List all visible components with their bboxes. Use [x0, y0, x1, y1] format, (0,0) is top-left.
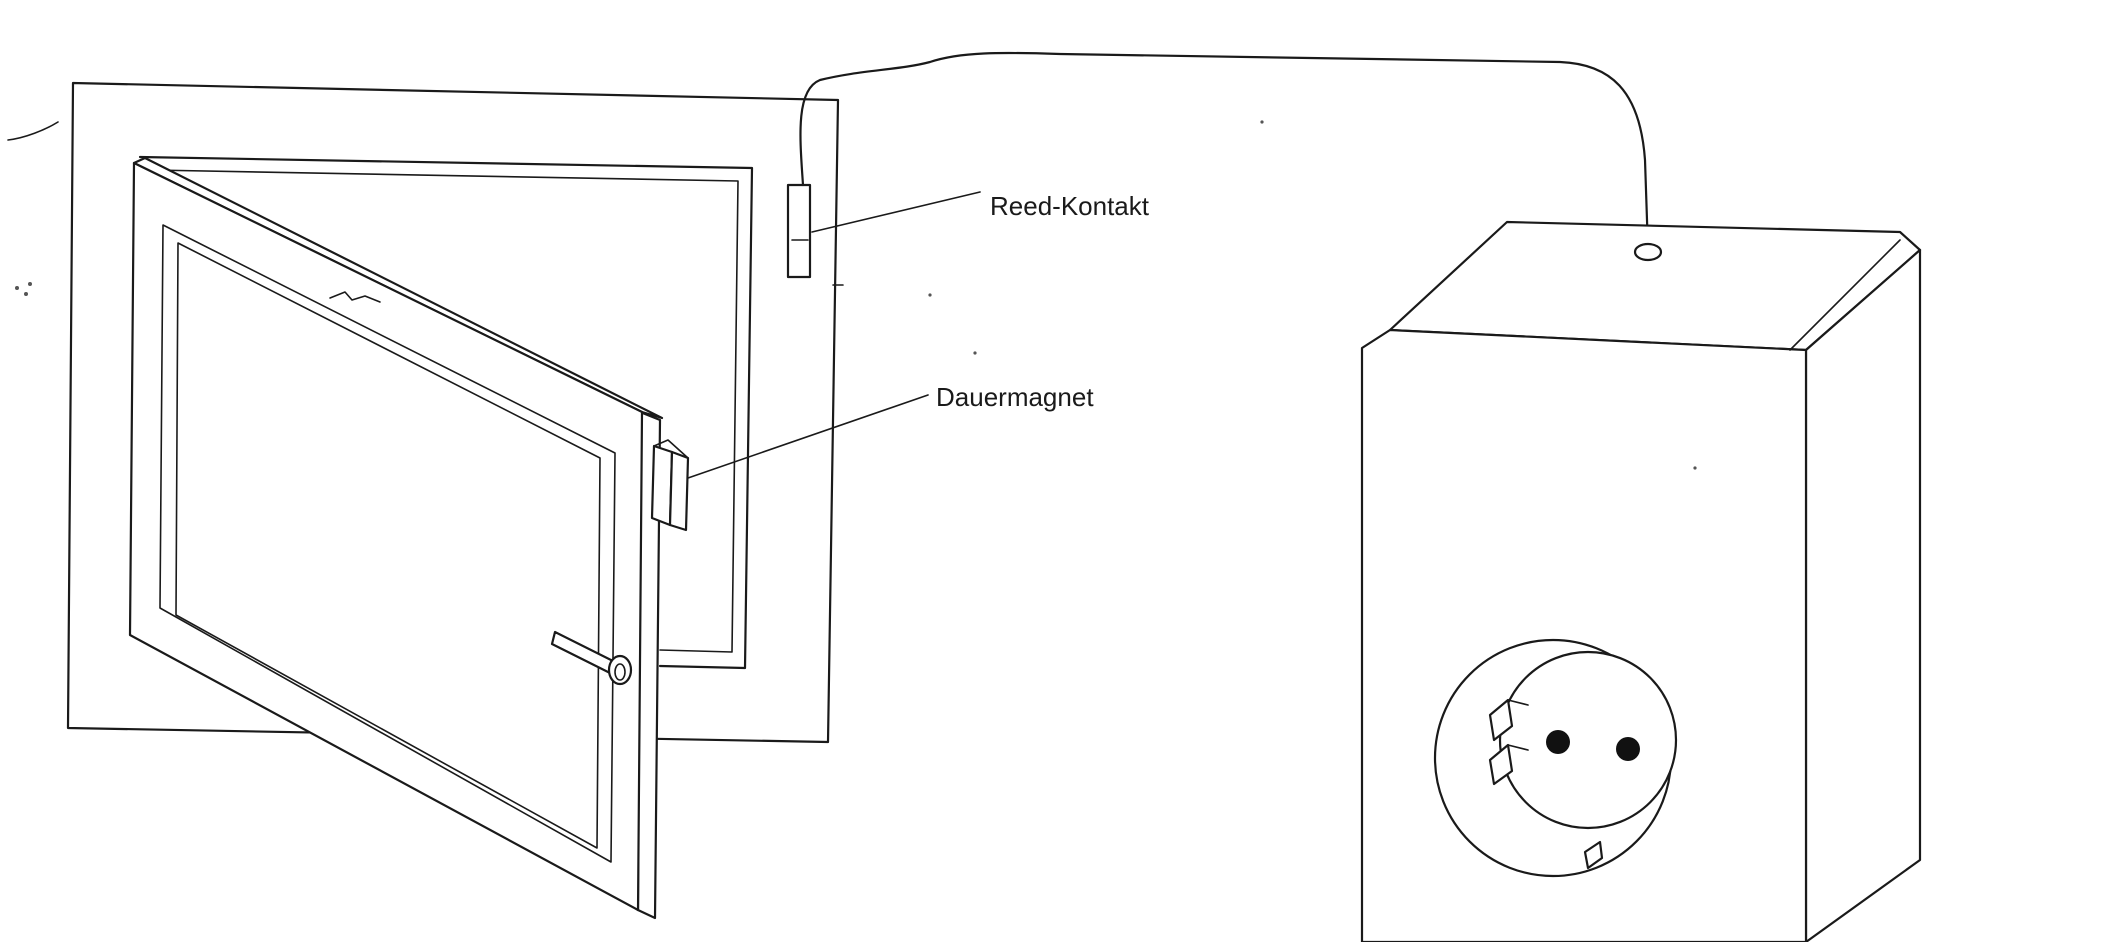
- socket-pin-hole-right: [1616, 737, 1640, 761]
- cable-entry-hole: [1633, 242, 1663, 262]
- reed-contact-label: Reed-Kontakt: [990, 191, 1150, 221]
- permanent-magnet: [650, 439, 690, 532]
- permanent-magnet-label: Dauermagnet: [936, 382, 1094, 412]
- wall-panel: [66, 81, 840, 744]
- scan-artifacts: [7, 120, 1697, 470]
- reed-contact-label-group: Reed-Kontakt: [811, 191, 1150, 233]
- reed-contact-sensor: [786, 183, 812, 279]
- socket-pin-hole-left: [1546, 730, 1570, 754]
- signal-cable: [799, 51, 1650, 252]
- door-frame-opening: [138, 155, 754, 670]
- magnet-label-group: Dauermagnet: [687, 382, 1094, 479]
- open-door: [128, 156, 664, 920]
- power-socket: [1433, 638, 1678, 878]
- door-handle: [550, 630, 633, 686]
